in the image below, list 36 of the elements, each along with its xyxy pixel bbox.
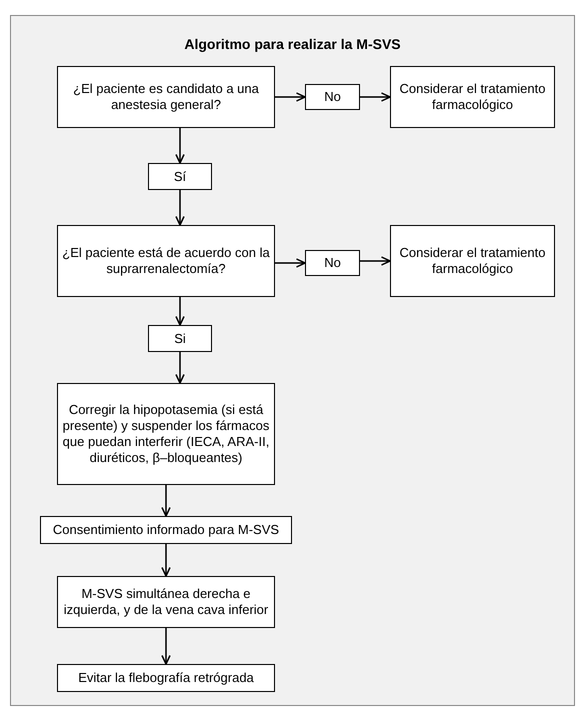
process-box — [57, 66, 275, 128]
process-box — [57, 664, 275, 692]
box-text: Si — [174, 330, 186, 346]
process-box — [40, 516, 292, 544]
process-box — [57, 225, 275, 297]
arrow — [275, 258, 306, 268]
arrow — [161, 628, 171, 665]
box-text: ¿El paciente es candidato a una anestesia general? — [72, 81, 260, 113]
process-box — [305, 84, 360, 110]
arrow — [360, 256, 391, 266]
arrow — [175, 128, 185, 164]
process-box — [57, 383, 275, 485]
process-box — [148, 163, 212, 190]
box-text: Consentimiento informado para M-SVS — [52, 522, 280, 538]
arrow — [175, 352, 185, 384]
box-text: Considerar el tratamiento farmacológico — [398, 245, 546, 277]
process-box — [390, 66, 555, 128]
box-text: No — [324, 255, 341, 271]
box-text: M-SVS simultánea derecha e izquierda, y de la vena cava inferior — [62, 586, 270, 618]
process-box — [305, 250, 360, 276]
arrow — [161, 544, 171, 577]
arrow — [175, 190, 185, 226]
box-text: Evitar la flebografía retrógrada — [78, 670, 254, 686]
arrow — [275, 92, 306, 102]
arrow — [360, 92, 391, 102]
box-text: ¿El paciente está de acuerdo con la suprarrenalectomía? — [61, 245, 271, 277]
arrow — [175, 297, 185, 326]
process-box — [57, 576, 275, 628]
process-box — [390, 225, 555, 297]
box-text: No — [324, 89, 341, 105]
box-text: Corregir la hipopotasemia (si está presente) y suspender los fármacos que puedan interferir (IECA, ARA-II, diuréticos, β–bloqueantes) — [62, 402, 270, 466]
box-text: Considerar el tratamiento farmacológico — [398, 81, 546, 113]
process-box — [148, 325, 212, 352]
box-text: Sí — [174, 168, 186, 184]
arrow — [161, 485, 171, 517]
diagram-title: Algoritmo para realizar la M-SVS — [183, 36, 402, 52]
